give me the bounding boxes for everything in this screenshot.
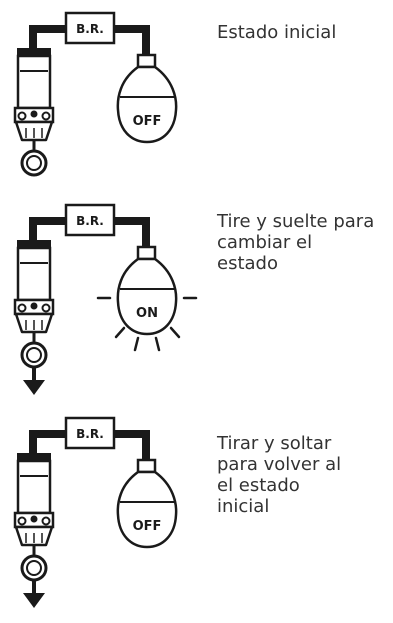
step-1-caption: Estado inicial [217,22,337,43]
step-3-caption: Tirar y soltar para volver al el estado … [217,433,342,517]
pull-arrow-icon [23,593,45,608]
light-ray [114,326,126,339]
step-2-caption: Tire y suelte para cambiar el estado [217,211,375,274]
light-bulb-icon [116,65,178,144]
br-box-label: B.R. [76,427,104,441]
lamp-socket [136,245,157,261]
screw-icon [41,516,51,526]
pull-ring-icon [20,554,48,582]
screw-icon [41,111,51,121]
pull-ring-inner [26,155,42,171]
lamp-state-label: OFF [133,114,162,129]
wire-left [29,217,66,240]
br-box-label: B.R. [76,214,104,228]
switch-cap [17,453,51,461]
switch-cap [17,48,51,56]
br-box [64,203,116,237]
screw-icon [17,303,27,313]
screw-icon [30,515,38,523]
wire-left [29,430,66,453]
lamp-socket [136,53,157,69]
pull-ring-inner [26,560,42,576]
screw-icon [17,111,27,121]
switch-housing [16,246,52,302]
wire-right [114,25,150,57]
light-ray [169,326,181,339]
screw-icon [41,303,51,313]
step-1-schematic: B.R. OFF [13,11,178,177]
light-bulb-icon [116,470,178,549]
lamp-state-label: ON [136,306,158,321]
light-bulb-icon [116,257,178,336]
br-box [64,11,116,45]
step-3-schematic: B.R. OFF [13,416,178,608]
pull-arrow-icon [23,380,45,395]
switch-housing [16,459,52,515]
br-box [64,416,116,450]
light-ray [154,336,161,352]
lamp-socket [136,458,157,474]
screw-icon [30,110,38,118]
pull-ring-icon [20,149,48,177]
switch-cap [17,240,51,248]
light-ray [133,336,140,352]
step-2-schematic: B.R. ON [13,203,198,395]
br-box-label: B.R. [76,22,104,36]
screw-icon [30,302,38,310]
switch-housing [16,54,52,110]
screw-icon [17,516,27,526]
pull-ring-icon [20,341,48,369]
wire-right [114,217,150,249]
wire-left [29,25,66,48]
wire-right [114,430,150,462]
pull-ring-inner [26,347,42,363]
lamp-state-label: OFF [133,519,162,534]
